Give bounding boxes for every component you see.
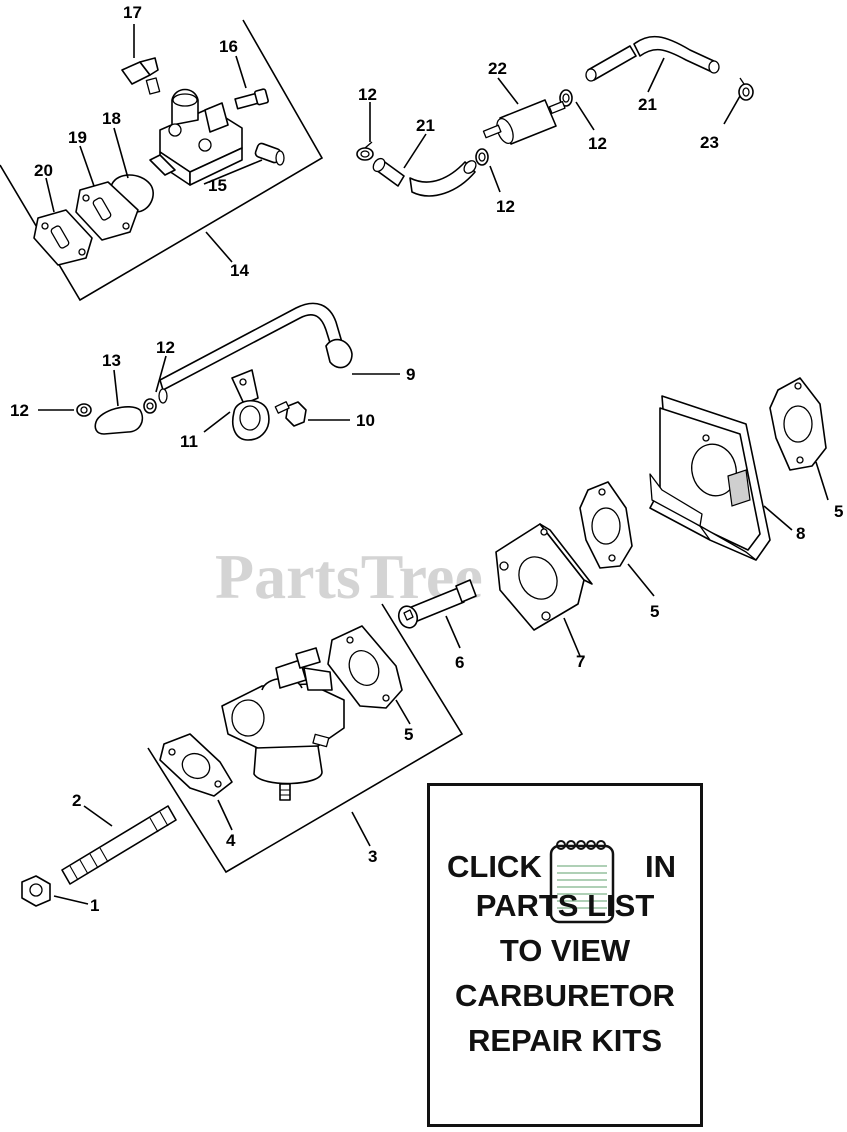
- callout-6[interactable]: 6: [455, 653, 464, 672]
- callout-19[interactable]: 19: [68, 128, 87, 147]
- notepad-icon[interactable]: [537, 836, 627, 928]
- part-21-hose[interactable]: [409, 158, 478, 197]
- callout-12[interactable]: 12: [10, 401, 29, 420]
- callout-7[interactable]: 7: [576, 652, 585, 671]
- callout-15[interactable]: 15: [208, 176, 227, 195]
- part-1-nut[interactable]: [21, 875, 51, 907]
- part-21-hose[interactable]: [371, 156, 405, 187]
- fuel-pump-body[interactable]: [149, 88, 243, 186]
- part-19-gasket[interactable]: [75, 181, 139, 241]
- notice-first-line: CLICK IN: [430, 836, 700, 924]
- part-12-clamp[interactable]: [143, 398, 157, 414]
- part-8-base-plate[interactable]: [649, 395, 771, 561]
- notice-click-text: CLICK: [447, 849, 542, 884]
- part-15-fitting[interactable]: [254, 142, 285, 166]
- part-23-clamp[interactable]: [738, 77, 754, 101]
- part-6-bolt[interactable]: [396, 579, 477, 630]
- callout-17[interactable]: 17: [123, 3, 142, 22]
- notice-line-repair-kits: REPAIR KITS: [467, 1023, 663, 1058]
- carburetor-body[interactable]: [221, 647, 345, 801]
- part-5-gasket[interactable]: [327, 625, 403, 709]
- callout-1[interactable]: 1: [90, 896, 99, 915]
- part-12-clamp[interactable]: [356, 141, 374, 161]
- callout-4[interactable]: 4: [226, 831, 236, 850]
- part-21-hose[interactable]: [585, 35, 720, 82]
- callout-12[interactable]: 12: [156, 338, 175, 357]
- notice-in-text: IN: [645, 849, 676, 884]
- callout-18[interactable]: 18: [102, 109, 121, 128]
- callout-23[interactable]: 23: [700, 133, 719, 152]
- callout-11[interactable]: 11: [180, 432, 198, 451]
- callout-5[interactable]: 5: [650, 602, 659, 621]
- callout-14[interactable]: 14: [230, 261, 249, 280]
- callout-16[interactable]: 16: [219, 37, 238, 56]
- callout-numbers: 17 16 18 19 20 15 14 12 21 22 12 12 21 2…: [10, 3, 843, 915]
- part-12-clamp[interactable]: [475, 148, 489, 166]
- part-2-stud[interactable]: [61, 805, 177, 885]
- part-12-clamp[interactable]: [76, 403, 92, 417]
- callout-12[interactable]: 12: [588, 134, 607, 153]
- callout-12[interactable]: 12: [358, 85, 377, 104]
- part-20-plate[interactable]: [33, 209, 93, 266]
- callout-12[interactable]: 12: [496, 197, 515, 216]
- part-11-clip[interactable]: [231, 369, 270, 441]
- callout-3[interactable]: 3: [368, 847, 377, 866]
- callout-20[interactable]: 20: [34, 161, 53, 180]
- callout-8[interactable]: 8: [796, 524, 805, 543]
- part-10-bolt[interactable]: [274, 401, 307, 427]
- repair-kit-notice: CLICK IN PARTS LIST TO VIEW CARBUR: [427, 783, 703, 1127]
- part-5-gasket[interactable]: [769, 377, 827, 471]
- part-17-elbow-fitting[interactable]: [121, 57, 161, 95]
- callout-13[interactable]: 13: [102, 351, 121, 370]
- leader-lines: [38, 24, 829, 905]
- notice-line-to-view: TO VIEW: [499, 933, 631, 968]
- callout-22[interactable]: 22: [488, 59, 507, 78]
- part-12-clamp[interactable]: [559, 89, 573, 107]
- part-4-gasket[interactable]: [159, 733, 233, 797]
- notice-line-parts-list: PARTS LIST: [475, 888, 655, 923]
- callout-21[interactable]: 21: [638, 95, 657, 114]
- callout-9[interactable]: 9: [406, 365, 415, 384]
- part-9-fuel-line[interactable]: [158, 302, 353, 404]
- part-13-hose[interactable]: [94, 406, 144, 435]
- carburetor-group-bracket: [147, 603, 464, 874]
- part-16-screw[interactable]: [234, 88, 269, 110]
- part-22-fuel-filter[interactable]: [482, 99, 566, 146]
- callout-5[interactable]: 5: [834, 502, 843, 521]
- callout-21[interactable]: 21: [416, 116, 435, 135]
- notice-line-carburetor: CARBURETOR: [455, 978, 675, 1013]
- callout-5[interactable]: 5: [404, 725, 413, 744]
- part-7-spacer[interactable]: [495, 523, 593, 631]
- callout-10[interactable]: 10: [356, 411, 375, 430]
- callout-2[interactable]: 2: [72, 791, 81, 810]
- part-5-gasket[interactable]: [579, 481, 633, 569]
